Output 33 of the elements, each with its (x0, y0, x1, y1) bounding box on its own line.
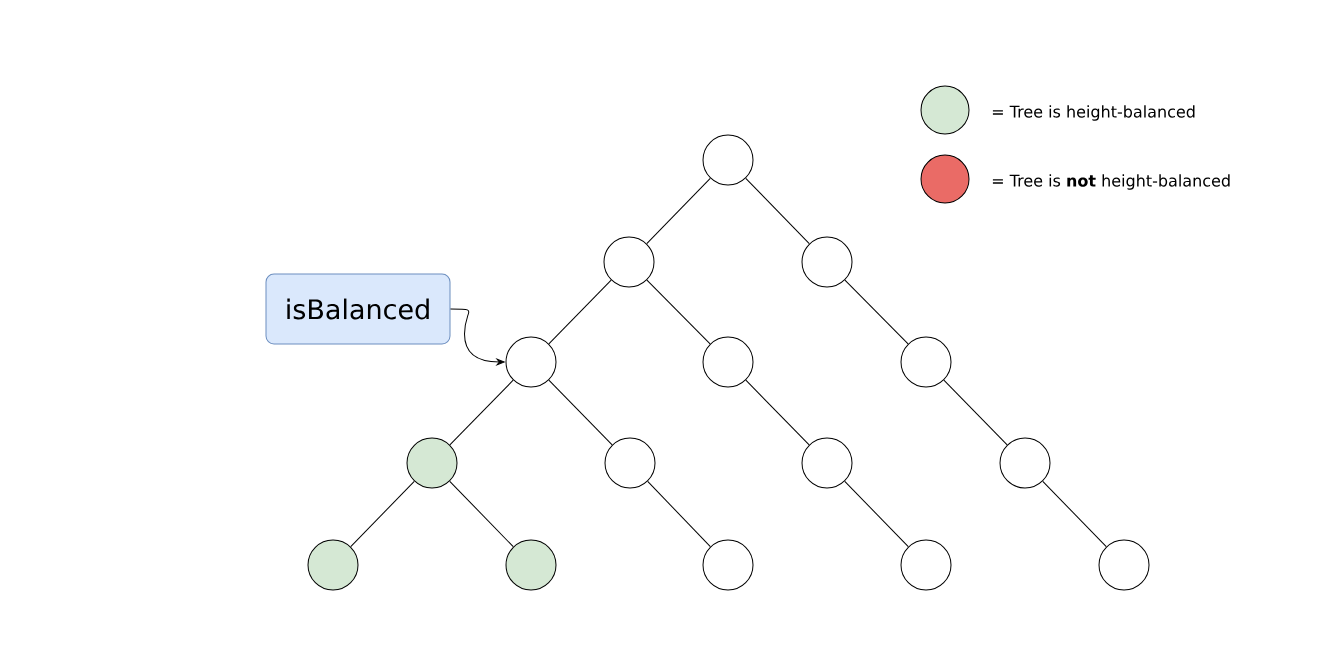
tree-edge (646, 279, 711, 345)
tree-edge (647, 480, 711, 548)
tree-node-circle (999, 437, 1051, 489)
tree-node-circle (603, 236, 655, 288)
tree-edge (548, 279, 612, 345)
tree-node-circle (801, 236, 853, 288)
tree-edge (646, 177, 711, 245)
callout-box: isBalanced (265, 273, 451, 345)
tree-node-circle (702, 134, 754, 186)
tree-node-circle (1098, 539, 1150, 591)
legend-label: = Tree is height-balanced (992, 105, 1195, 121)
tree-edge (844, 279, 909, 345)
tree-node-circle (702, 336, 754, 388)
tree-edge (943, 379, 1008, 446)
tree-node-circle (900, 539, 952, 591)
tree-edge (449, 480, 514, 548)
tree-node-circle (702, 539, 754, 591)
tree-node-circle (307, 539, 359, 591)
tree-edge (844, 480, 909, 548)
tree-edge (350, 480, 415, 548)
tree-node-circle (604, 437, 656, 489)
legend-label: = Tree is not height-balanced (992, 174, 1230, 190)
tree-node-circle (900, 336, 952, 388)
tree-edge (548, 379, 613, 446)
tree-edge (745, 379, 810, 446)
tree-node-circle (801, 437, 853, 489)
tree-edge (1042, 480, 1107, 548)
tree-node-circle (406, 437, 458, 489)
tree-node-circle (505, 539, 557, 591)
tree-node-circle (505, 336, 557, 388)
arrow (450, 308, 505, 366)
tree-edge (745, 177, 810, 245)
tree-edge (449, 379, 514, 446)
